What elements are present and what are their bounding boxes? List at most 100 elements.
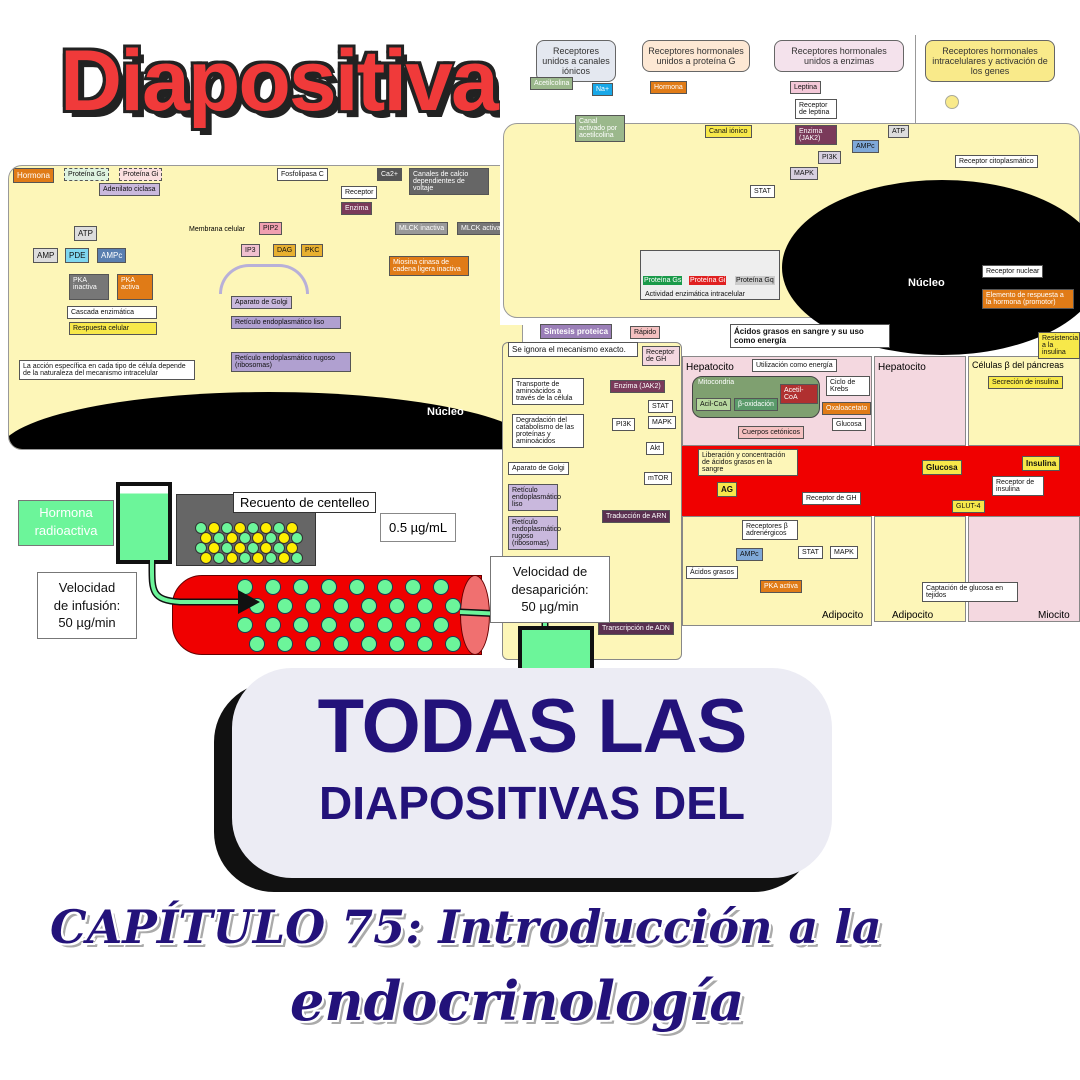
hormone-particle — [405, 579, 421, 595]
gs: Proteína Gs — [643, 276, 683, 285]
pi3k: PI3K — [818, 151, 842, 164]
mapk: MAPK — [790, 167, 818, 180]
beta-cells-panel — [968, 356, 1080, 446]
particle — [239, 532, 251, 544]
hormone-tr: Hormona — [650, 81, 687, 94]
leptin-receptor: Receptor de leptina — [795, 99, 837, 119]
hormone-particle — [249, 636, 265, 652]
particle — [226, 552, 238, 564]
hormone-particle — [265, 617, 281, 633]
hormone-particle — [417, 636, 433, 652]
nuclear-receptor: Receptor nuclear — [982, 265, 1044, 278]
gi: Proteína Gi — [689, 276, 727, 285]
gh-receptor-adipo: Receptor de GH — [802, 492, 861, 505]
hepatocyte2-label: Hepatocito — [878, 362, 926, 373]
myocyte-panel — [968, 516, 1080, 622]
mlck-active: MLCK activa — [457, 222, 505, 235]
camp-label: AMPc — [97, 248, 127, 263]
enzyme: Enzima — [341, 202, 373, 215]
left-nucleus — [9, 392, 522, 449]
cytoplasmic-receptor: Receptor citoplasmático — [955, 155, 1038, 168]
ag-label: AG — [717, 482, 737, 497]
banner-cloud — [232, 668, 832, 878]
gq: Proteína Gq — [735, 276, 775, 285]
ach-channel: Canal activado por acetilcolina — [575, 115, 625, 142]
gh-rough-er: Retículo endoplasmático rugoso (ribosoma… — [508, 516, 561, 550]
myocyte-label: Miocito — [1038, 610, 1070, 621]
particle — [213, 532, 225, 544]
hormone-particle — [305, 598, 321, 614]
use-energy: Utilización como energía — [752, 359, 837, 372]
beta-oxidation: β-oxidación — [734, 398, 778, 411]
glucose-small: Glucosa — [832, 418, 866, 431]
hormone-particle — [433, 579, 449, 595]
source-beaker — [116, 482, 172, 564]
pip2: PIP2 — [259, 222, 283, 235]
jak2: Enzima (JAK2) — [795, 125, 837, 145]
top-right-diagram: Receptores unidos a canales iónicos Rece… — [500, 35, 1080, 355]
acetylcholine: Acetilcolina — [530, 77, 574, 90]
glucose-uptake: Captación de glucosa en tejidos — [922, 582, 1018, 602]
particle — [200, 532, 212, 544]
ketone-bodies: Cuerpos cetónicos — [738, 426, 804, 439]
adipocyte-label: Adipocito — [822, 610, 864, 621]
hormone-particle — [377, 617, 393, 633]
header-intracellular: Receptores hormonales intracelulares y a… — [925, 40, 1055, 82]
hormone-particle — [389, 636, 405, 652]
header-ion-channel: Receptores unidos a canales iónicos — [536, 40, 616, 82]
myosin-kinase: Miosina cinasa de cadena ligera inactiva — [389, 256, 469, 276]
header-g-protein: Receptores hormonales unidos a proteína … — [642, 40, 750, 72]
golgi-shape — [219, 264, 309, 294]
counter-particles — [195, 522, 303, 564]
sodium: Na+ — [592, 83, 614, 96]
mtor: mTOR — [644, 472, 673, 485]
chapter-line2: endocrinología — [290, 969, 745, 1033]
fa-release: Liberación y concentración de ácidos gra… — [698, 449, 798, 476]
mechanism-unknown: Se ignora el mecanismo exacto. — [508, 342, 638, 357]
infusion-rate-label: Velocidad de infusión: 50 µg/min — [37, 572, 137, 639]
infusion-rate-line2: de infusión: — [53, 597, 121, 613]
hormone-circle — [945, 95, 959, 109]
left-cell-diagram: Núcleo Hormona Proteína Gs Adenilato cic… — [8, 165, 523, 450]
dna-transcription: Transcripción de ADN — [598, 622, 674, 635]
golgi-label: Aparato de Golgi — [231, 296, 292, 309]
middle-right-diagram: Síntesis proteica Rápido Se ignora el me… — [502, 322, 1080, 662]
hepatocyte-label: Hepatocito — [686, 362, 734, 373]
enzymatic-activity: Actividad enzimática intracelular — [645, 291, 745, 298]
insulin-label: Insulina — [1022, 456, 1061, 471]
pka-active: PKA activa — [117, 274, 153, 300]
ip3: IP3 — [241, 244, 260, 257]
left-nucleus-label: Núcleo — [427, 406, 464, 418]
hormone-particle — [361, 636, 377, 652]
hormone-particle — [277, 598, 293, 614]
cell-membrane: Membrana celular — [189, 226, 246, 233]
hormone-particle — [389, 598, 405, 614]
atp: ATP — [888, 125, 910, 138]
phospholipase-c: Fosfolipasa C — [277, 168, 328, 181]
protein-synthesis: Síntesis proteica — [540, 324, 613, 339]
glut4: GLUT-4 — [952, 500, 985, 513]
krebs: Ciclo de Krebs — [826, 376, 870, 396]
right-nucleus-label: Núcleo — [908, 277, 945, 289]
hormone-particle — [321, 579, 337, 595]
header-enzyme: Receptores hormonales unidos a enzimas — [774, 40, 904, 72]
radioactive-hormone-label: Hormona radioactiva — [18, 500, 114, 546]
particle — [213, 552, 225, 564]
gi-label: Proteína Gi — [119, 168, 163, 181]
akt: Akt — [646, 442, 665, 455]
gh-jak2: Enzima (JAK2) — [610, 380, 665, 393]
hormone-particle — [417, 598, 433, 614]
hormone-particle — [293, 579, 309, 595]
counter-label: Recuento de centelleo — [233, 492, 377, 513]
rna-translation: Traducción de ARN — [602, 510, 671, 523]
gh-smooth-er: Retículo endoplasmático liso — [508, 484, 561, 511]
oxaloacetate: Oxaloacetato — [822, 402, 872, 415]
particle — [265, 532, 277, 544]
insulin-secretion: Secreción de insulina — [988, 376, 1063, 389]
cell-response: Respuesta celular — [69, 322, 157, 335]
response-element: Elemento de respuesta a la hormona (prom… — [982, 289, 1074, 309]
particle — [291, 532, 303, 544]
adipocyte2-panel — [874, 516, 966, 622]
fast: Rápido — [630, 326, 661, 339]
hormone-particle — [333, 636, 349, 652]
